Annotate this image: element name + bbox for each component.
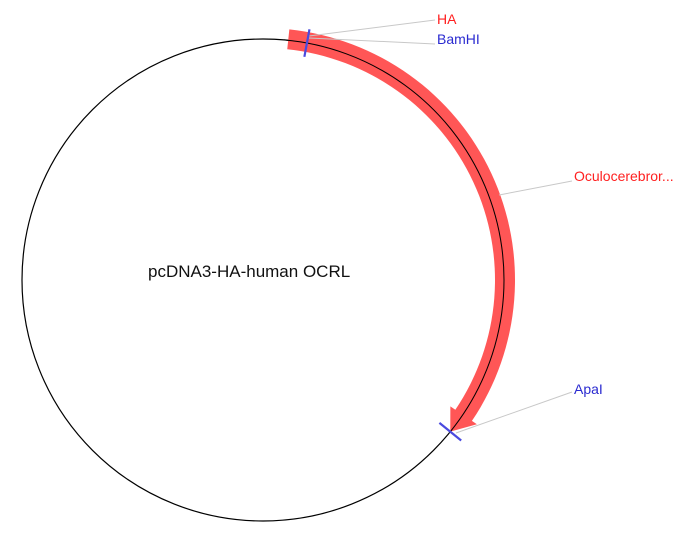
leader-line-bamhi [308,37,436,45]
enzyme-tick-bamhi[interactable] [303,29,311,58]
enzyme-label-bamhi[interactable]: BamHI [437,31,480,47]
leader-line-ha [308,19,436,37]
enzyme-label-apai[interactable]: ApaI [574,381,603,397]
backbone-over-feature [283,39,505,432]
plasmid-name: pcDNA3-HA-human OCRL [148,262,351,281]
feature-label-ha[interactable]: HA [437,11,457,27]
leader-line-ocrl [498,180,573,196]
leader-line-apai [455,391,573,434]
enzyme-tick-apai[interactable] [438,422,462,442]
feature-label-ocrl[interactable]: Oculocerebror... [574,168,674,184]
feature-arrow-ocrl[interactable] [287,29,516,432]
